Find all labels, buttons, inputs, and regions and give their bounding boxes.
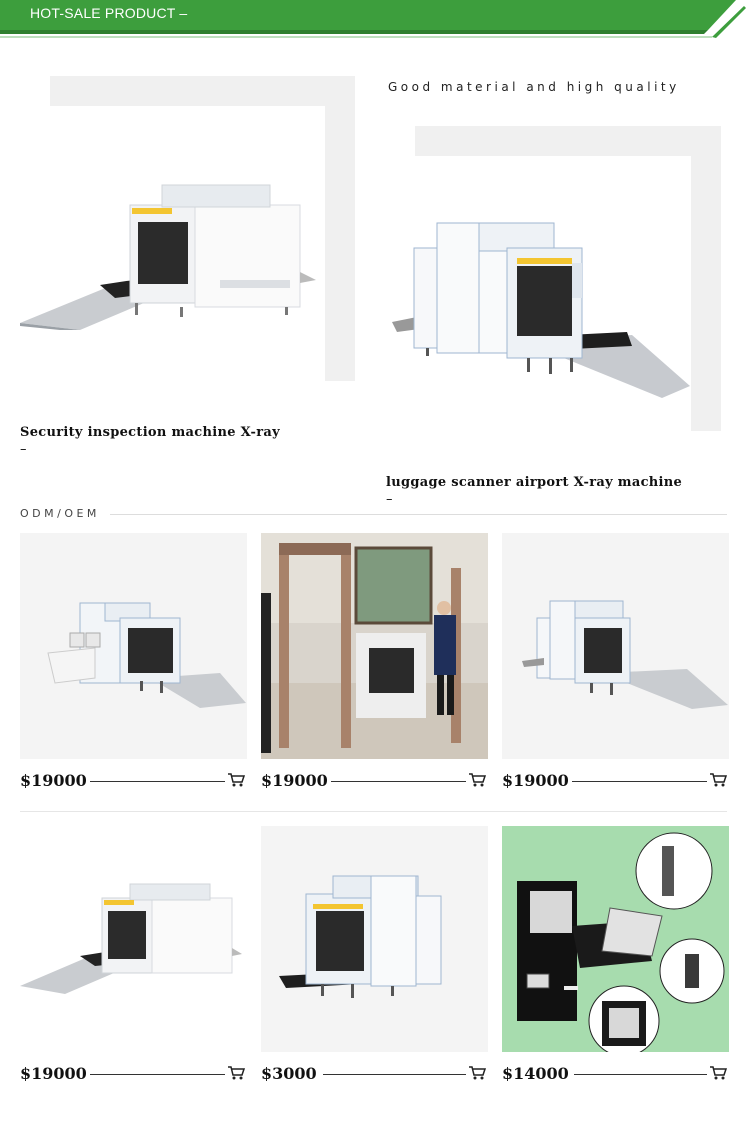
shopping-cart-icon[interactable] <box>227 1065 246 1081</box>
security-inspection-machine-image[interactable] <box>20 180 320 330</box>
product-price: $3000 <box>261 1064 317 1083</box>
shopping-cart-icon[interactable] <box>227 772 246 788</box>
feature-frame-top <box>50 76 355 106</box>
shopping-cart-icon[interactable] <box>468 1065 487 1081</box>
banner-background <box>0 0 746 38</box>
row-divider <box>20 811 727 812</box>
product-price: $14000 <box>502 1064 569 1083</box>
product-image[interactable] <box>261 826 488 1052</box>
product-image[interactable] <box>502 826 729 1052</box>
shopping-cart-icon[interactable] <box>709 1065 728 1081</box>
section-label: ODM/OEM <box>20 507 100 520</box>
product-price: $19000 <box>20 1064 87 1083</box>
price-divider <box>90 1074 225 1075</box>
product-image[interactable] <box>20 533 247 759</box>
product-price: $19000 <box>502 771 569 790</box>
product-image[interactable] <box>502 533 729 759</box>
featured-left-dash: – <box>20 442 27 457</box>
product-price: $19000 <box>261 771 328 790</box>
price-divider <box>323 1074 466 1075</box>
feature-frame-side <box>325 76 355 381</box>
shopping-cart-icon[interactable] <box>468 772 487 788</box>
tagline: Good material and high quality <box>388 80 680 94</box>
featured-right-title[interactable]: luggage scanner airport X-ray machine <box>386 475 683 490</box>
product-price: $19000 <box>20 771 87 790</box>
feature-frame-side-right <box>691 126 721 431</box>
luggage-scanner-image[interactable] <box>392 218 692 400</box>
price-divider <box>90 781 225 782</box>
feature-frame-top-right <box>415 126 721 156</box>
banner-title: HOT-SALE PRODUCT – <box>30 5 188 21</box>
shopping-cart-icon[interactable] <box>709 772 728 788</box>
product-image[interactable] <box>20 826 247 1052</box>
hot-sale-banner: HOT-SALE PRODUCT – <box>0 0 750 44</box>
price-divider <box>574 1074 707 1075</box>
section-divider <box>110 514 727 515</box>
price-divider <box>331 781 466 782</box>
price-divider <box>572 781 707 782</box>
featured-right-dash: – <box>386 492 393 507</box>
featured-left-title[interactable]: Security inspection machine X-ray <box>20 425 280 440</box>
product-image[interactable] <box>261 533 488 759</box>
